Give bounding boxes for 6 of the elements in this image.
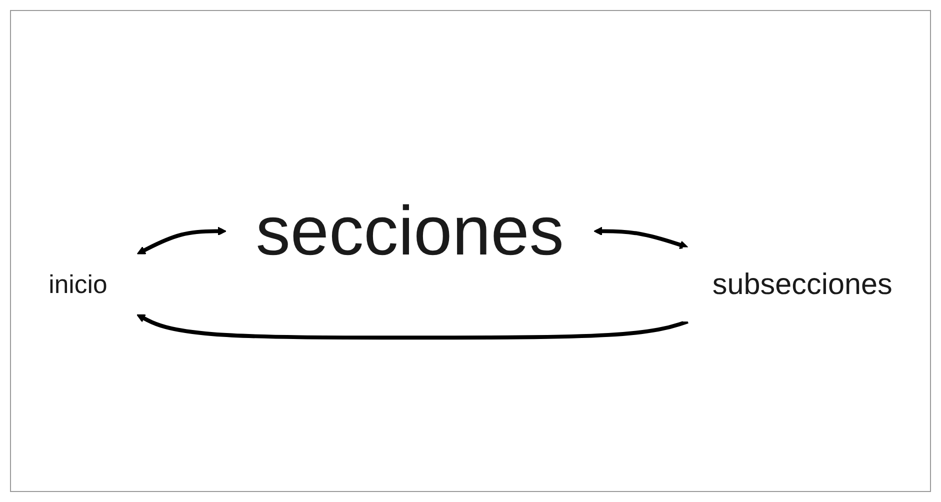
arrow (136, 226, 226, 254)
node-text: secciones (256, 192, 564, 270)
node-text: inicio (48, 269, 108, 299)
node-text: subsecciones (712, 268, 892, 301)
arrow (594, 226, 688, 249)
arrow (136, 314, 688, 340)
